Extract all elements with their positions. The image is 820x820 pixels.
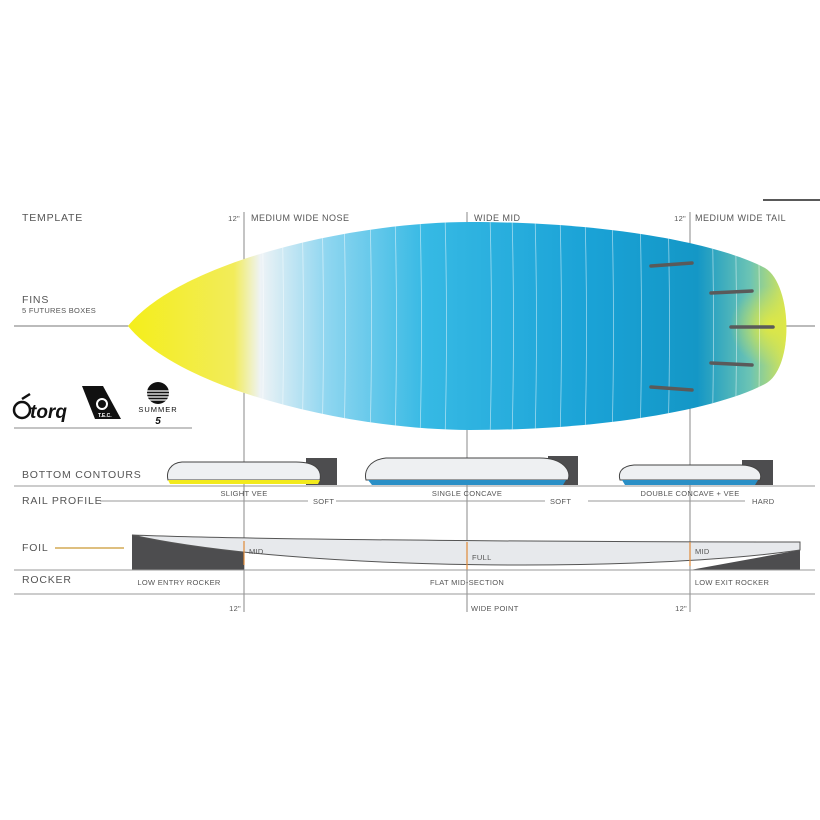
fin-box-left-rear [709, 289, 754, 295]
summer-logo: SUMMER 5 [138, 382, 177, 427]
fin-boxes [649, 261, 775, 392]
fin-box-left-front [649, 261, 694, 268]
rail-mid-label: SOFT [550, 497, 572, 506]
rail-nose-label: SOFT [313, 497, 335, 506]
torq-logo: torq [12, 392, 67, 423]
foil-mid-label: FULL [472, 553, 492, 562]
marker-wide-point: WIDE POINT [471, 604, 519, 613]
foil-profile [131, 534, 801, 570]
torq-wordmark: torq [30, 402, 67, 423]
contour-tail-label: DOUBLE CONCAVE + VEE [640, 489, 740, 498]
marker-right-measure: 12" [675, 604, 687, 613]
summer-number: 5 [155, 416, 161, 427]
template-nose-measure: 12" [228, 214, 240, 223]
bottom-contour-nose [167, 458, 337, 485]
foil-nose-label: MID [249, 547, 264, 556]
section-rail-profile: RAIL PROFILE [22, 495, 103, 507]
template-mid-label: WIDE MID [474, 213, 521, 223]
bottom-contour-mid [365, 456, 578, 485]
bottom-contour-tail [618, 460, 773, 485]
rocker-mid-label: FLAT MID-SECTION [429, 578, 505, 587]
section-rocker: ROCKER [22, 574, 72, 586]
summer-wordmark: SUMMER [138, 405, 177, 414]
tec-logo: T.E.C. [82, 386, 121, 419]
rocker-entry-label: LOW ENTRY ROCKER [137, 578, 221, 587]
section-template: TEMPLATE [22, 212, 84, 224]
template-nose-label: MEDIUM WIDE NOSE [251, 213, 350, 223]
rail-tail-label: HARD [752, 497, 775, 506]
contour-mid-label: SINGLE CONCAVE [431, 489, 503, 498]
surfboard-template [128, 222, 787, 430]
section-bottom-contours: BOTTOM CONTOURS [22, 469, 142, 481]
marker-left-measure: 12" [229, 604, 241, 613]
template-tail-label: MEDIUM WIDE TAIL [695, 213, 787, 223]
tec-wordmark: T.E.C. [98, 413, 112, 419]
fin-box-right-rear [709, 361, 754, 367]
contour-nose-label: SLIGHT VEE [220, 489, 268, 498]
section-foil: FOIL [22, 542, 49, 554]
fin-box-right-front [649, 385, 694, 392]
section-fins: FINS [22, 294, 50, 306]
foil-tail-label: MID [695, 547, 710, 556]
section-fins-subtitle: 5 FUTURES BOXES [22, 306, 97, 315]
rocker-exit-label: LOW EXIT ROCKER [694, 578, 770, 587]
template-tail-measure: 12" [674, 214, 686, 223]
